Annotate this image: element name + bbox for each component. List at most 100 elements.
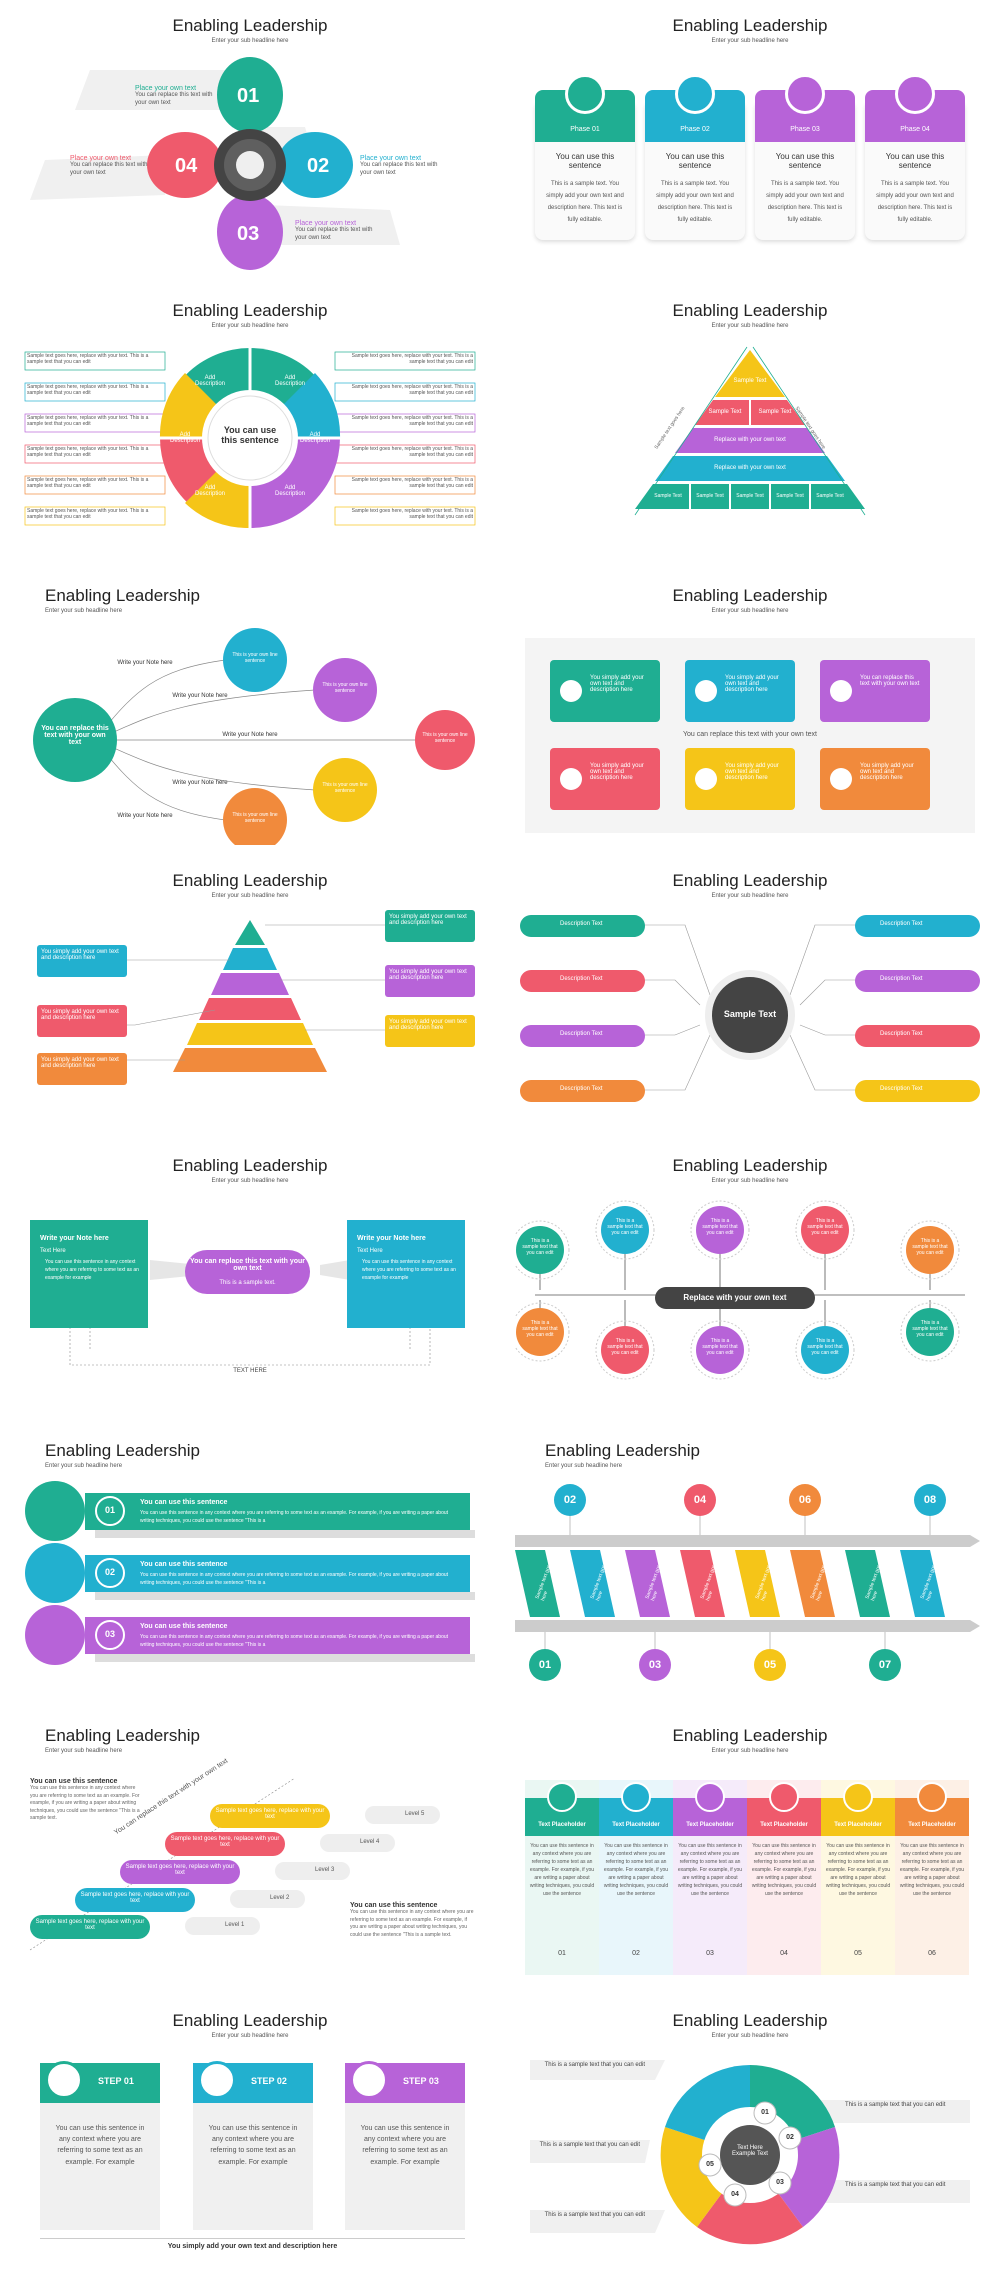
pyramid-callout[interactable]: You simply add your own text and descrip…	[37, 1005, 127, 1037]
slide-8[interactable]: Enabling Leadership Enter your sub headl…	[515, 865, 985, 1130]
slide-12[interactable]: Enabling Leadership Enter your sub headl…	[515, 1435, 985, 1700]
timeline-circle-text: This is a sample text that you can edit	[807, 1338, 843, 1356]
ring-segment-label: Add Description	[274, 375, 305, 387]
slide-title: Enabling Leadership	[172, 301, 328, 320]
slide-subtitle: Enter your sub headline here	[211, 38, 289, 44]
timeline-circle-text: This is a sample text that you can edit	[522, 1238, 558, 1256]
level-pill[interactable]: Sample text goes here, replace with your…	[30, 1915, 150, 1939]
pyramid-callout[interactable]: You simply add your own text and descrip…	[385, 1015, 475, 1047]
pyramid-callout[interactable]: You simply add your own text and descrip…	[37, 1053, 127, 1085]
slide-title: Enabling Leadership	[45, 1441, 201, 1460]
slide-subtitle: Enter your sub headline here	[711, 1748, 789, 1754]
phase-heading: You can use this sentence	[555, 152, 615, 170]
hub-pill[interactable]: Description Text	[520, 1080, 645, 1102]
hub-pill[interactable]: Description Text	[520, 915, 645, 937]
slide-subtitle: Enter your sub headline here	[711, 323, 789, 329]
ribbon-list	[25, 1481, 475, 1665]
slide-5[interactable]: Enabling Leadership Enter your sub headl…	[15, 580, 485, 845]
column-number: 01	[558, 1950, 566, 1957]
mindmap-note: Write your Note here	[172, 780, 228, 786]
level-label: Level 5	[405, 1811, 425, 1817]
petal-body: You can replace this text with your own …	[70, 162, 148, 176]
note-body: You can use this sentence in any context…	[362, 1259, 456, 1281]
slide-10[interactable]: Enabling Leadership Enter your sub headl…	[515, 1150, 985, 1415]
band-number: 04	[693, 1494, 707, 1506]
phase-body: This is a sample text. You simply add yo…	[656, 181, 734, 223]
hub-pill[interactable]: Description Text	[520, 970, 645, 992]
level-label: Level 3	[315, 1867, 335, 1873]
row-title: You can use this sentence	[140, 1623, 228, 1630]
column-icon	[695, 1782, 725, 1812]
row-body: You can use this sentence in any context…	[140, 1634, 449, 1648]
slide-subtitle: Enter your sub headline here	[211, 1178, 289, 1184]
timeline-circle-text: This is a sample text that you can edit	[912, 1320, 948, 1338]
step-card[interactable]	[193, 2100, 313, 2230]
slide-title: Enabling Leadership	[672, 301, 828, 320]
phase-label: Phase 01	[570, 126, 600, 133]
slide-13[interactable]: Enabling Leadership Enter your sub headl…	[15, 1720, 485, 1985]
hub-pill[interactable]: Description Text	[855, 1080, 980, 1102]
timeline-center-text: Replace with your own text	[683, 1293, 787, 1302]
slide-2[interactable]: Enabling Leadership Enter your sub headl…	[515, 10, 985, 275]
note-body: You can use this sentence in any context…	[45, 1259, 139, 1281]
slide-1[interactable]: Enabling Leadership Enter your sub headl…	[15, 10, 485, 275]
band-number: 02	[563, 1494, 577, 1506]
pyramid-callout[interactable]: You simply add your own text and descrip…	[385, 910, 475, 942]
staircase-diagram	[29, 1777, 440, 1951]
level-pill[interactable]: Sample text goes here, replace with your…	[120, 1860, 240, 1884]
slide-6[interactable]: Enabling Leadership Enter your sub headl…	[515, 580, 985, 845]
hub-diagram	[645, 924, 855, 1091]
row-title: You can use this sentence	[140, 1561, 228, 1568]
column-icon	[547, 1782, 577, 1812]
hub-pill[interactable]: Description Text	[855, 915, 980, 937]
column-number: 06	[928, 1950, 936, 1957]
step-number-1: 01	[237, 85, 260, 107]
cycle-label: This is a sample text that you can edit	[539, 2142, 640, 2148]
step-card[interactable]	[40, 2100, 160, 2230]
hub-pill[interactable]: Description Text	[520, 1025, 645, 1047]
hub-pill[interactable]: Description Text	[855, 970, 980, 992]
mindmap-note: Write your Note here	[117, 660, 173, 666]
slide-14[interactable]: Enabling Leadership Enter your sub headl…	[515, 1720, 985, 1985]
card-text: You simply add your own text and descrip…	[590, 763, 644, 781]
pyramid-label: Sample Text	[758, 409, 792, 415]
slide-4[interactable]: Enabling Leadership Enter your sub headl…	[515, 295, 985, 560]
pyramid-diagram	[634, 346, 866, 516]
cycle-label: This is a sample text that you can edit	[544, 2212, 645, 2218]
card-icon	[830, 680, 852, 702]
band-number: 01	[538, 1659, 552, 1671]
level-pill[interactable]: Sample text goes here, replace with your…	[75, 1888, 195, 1912]
slide-7[interactable]: Enabling Leadership Enter your sub headl…	[15, 865, 485, 1130]
level-pill[interactable]: Sample text goes here, replace with your…	[210, 1804, 330, 1828]
slide-9[interactable]: Enabling Leadership Enter your sub headl…	[15, 1150, 485, 1415]
timeline-circles	[515, 1200, 965, 1380]
mindmap-circle-text: This is your own line sentence	[232, 812, 278, 824]
pyramid-callout[interactable]: You simply add your own text and descrip…	[37, 945, 127, 977]
phase-cards: Phase 01 Phase 02 Phase 03 Phase 04 You …	[535, 60, 975, 270]
step-icon	[198, 2061, 236, 2099]
ring-row-text: Sample text goes here, replace with your…	[351, 384, 473, 396]
column-header: Text Placeholder	[612, 1822, 660, 1828]
note-box[interactable]	[347, 1220, 465, 1328]
slide-15[interactable]: Enabling Leadership Enter your sub headl…	[15, 2005, 485, 2270]
step-number-3: 03	[237, 223, 260, 245]
slide-3[interactable]: Enabling Leadership Enter your sub headl…	[15, 295, 485, 560]
note-subtitle: Text Here	[40, 1248, 66, 1254]
level-pill[interactable]: Sample text goes here, replace with your…	[165, 1832, 285, 1856]
center-pill[interactable]	[185, 1250, 310, 1294]
center-pill-body: This is a sample text.	[219, 1280, 276, 1286]
note-box[interactable]	[30, 1220, 148, 1328]
slide-title: Enabling Leadership	[45, 586, 201, 605]
slide-11[interactable]: Enabling Leadership Enter your sub headl…	[15, 1435, 485, 1700]
ring-row-text: Sample text goes here, replace with your…	[351, 477, 473, 489]
hub-pill[interactable]: Description Text	[855, 1025, 980, 1047]
slide-title: Enabling Leadership	[172, 1156, 328, 1175]
step-card[interactable]	[345, 2100, 465, 2230]
pyramid-label: Replace with your own text	[714, 465, 786, 471]
column-body: You can use this sentence in any context…	[677, 1843, 743, 1897]
timeline-circle-text: This is a sample text that you can edit	[807, 1218, 843, 1236]
mindmap-circle-text: This is your own line sentence	[322, 682, 368, 694]
pyramid-callout[interactable]: You simply add your own text and descrip…	[385, 965, 475, 997]
slide-16[interactable]: Enabling Leadership Enter your sub headl…	[515, 2005, 985, 2270]
pyramid-label: Sample Text	[736, 493, 764, 499]
